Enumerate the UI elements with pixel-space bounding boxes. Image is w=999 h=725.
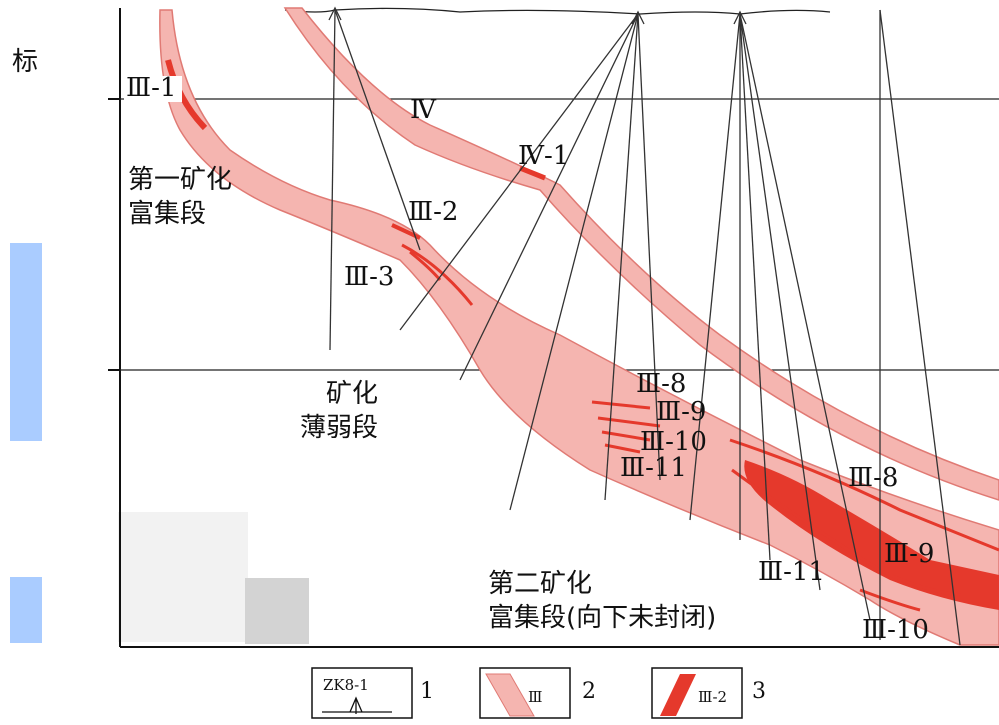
ground-surface xyxy=(284,7,831,15)
legend-body-swatch xyxy=(485,673,535,717)
drill-hole xyxy=(879,9,961,646)
drill-hole xyxy=(334,9,421,251)
label-iii-3: Ⅲ-3 xyxy=(344,262,394,292)
mask-block-gray xyxy=(245,578,309,644)
drill-hole xyxy=(637,13,661,481)
drill-hole xyxy=(604,13,639,501)
label-iii-10b: Ⅲ-10 xyxy=(862,615,929,645)
legend-num-1: 1 xyxy=(420,679,434,704)
label-iv-1: Ⅳ-1 xyxy=(518,141,569,171)
rich-ore-iii-8a xyxy=(591,400,651,410)
drill-hole xyxy=(509,13,639,511)
label-iii-9b: Ⅲ-9 xyxy=(884,539,934,569)
mask-block-light xyxy=(118,512,248,642)
legend-box-drill xyxy=(311,667,413,719)
label-iii-2: Ⅲ-2 xyxy=(408,197,458,227)
label-iii-9a: Ⅲ-9 xyxy=(656,397,706,427)
drill-collar-icon xyxy=(328,6,342,21)
label-iv: Ⅳ xyxy=(410,95,437,125)
drill-collars xyxy=(328,6,747,25)
drill-hole xyxy=(459,13,639,381)
ore-body-iv xyxy=(283,7,999,501)
blue-marker-lower xyxy=(10,577,42,643)
drill-hole xyxy=(739,13,871,621)
blue-marker-upper xyxy=(10,243,42,441)
rich-ore-iii-9b-thick xyxy=(744,460,999,610)
legend-body-label: Ⅲ xyxy=(528,688,542,706)
legend-rich-label: Ⅲ-2 xyxy=(698,688,727,706)
zone-thin-line1: 矿化 xyxy=(326,379,378,409)
zone1-line2: 富集段 xyxy=(128,199,206,229)
drill-collar-icon xyxy=(631,10,645,25)
zone1-line1: 第一矿化 xyxy=(128,165,232,195)
label-iii-8a: Ⅲ-8 xyxy=(636,369,686,399)
drill-hole xyxy=(739,13,771,561)
drill-hole xyxy=(689,13,741,521)
legend-rich-swatch xyxy=(660,674,696,716)
rich-ore-iii-11b xyxy=(731,468,961,597)
axis-top-label: 标 xyxy=(12,47,38,77)
label-iii-8b: Ⅲ-8 xyxy=(848,463,898,493)
drill-hole xyxy=(739,13,821,591)
label-bg xyxy=(124,76,182,102)
drill-collar-icon xyxy=(733,10,747,25)
rich-ore-iv-1 xyxy=(519,165,546,181)
drill-hole xyxy=(329,9,336,351)
label-iii-11a: Ⅲ-11 xyxy=(620,453,687,483)
label-iii-10a: Ⅲ-10 xyxy=(640,427,707,457)
rich-ore-iii-3b xyxy=(409,250,442,281)
rich-ore-iii-3a xyxy=(401,243,474,306)
legend-num-3: 3 xyxy=(752,679,766,704)
zone2-line2: 富集段(向下未封闭) xyxy=(488,603,716,633)
rich-ore-iii-11a xyxy=(604,443,641,454)
legend-num-2: 2 xyxy=(582,679,596,704)
label-iii-11b: Ⅲ-11 xyxy=(758,557,825,587)
label-iii-1: Ⅲ-1 xyxy=(126,73,176,103)
rich-ore-iii-1 xyxy=(165,59,208,131)
rich-ore-iii-10b xyxy=(859,588,921,612)
zone2-line1: 第二矿化 xyxy=(488,569,592,599)
legend-drill-collar-icon xyxy=(322,696,392,714)
legend: ZK8-1 1 Ⅲ 2 Ⅲ-2 3 xyxy=(311,667,766,719)
rich-ore-iii-8b xyxy=(729,438,999,552)
zone-thin-line2: 薄弱段 xyxy=(300,413,378,443)
drill-holes xyxy=(329,9,961,646)
legend-drill-label: ZK8-1 xyxy=(323,676,369,694)
drill-hole xyxy=(399,13,639,331)
rich-ore-iii-9a xyxy=(597,416,661,428)
